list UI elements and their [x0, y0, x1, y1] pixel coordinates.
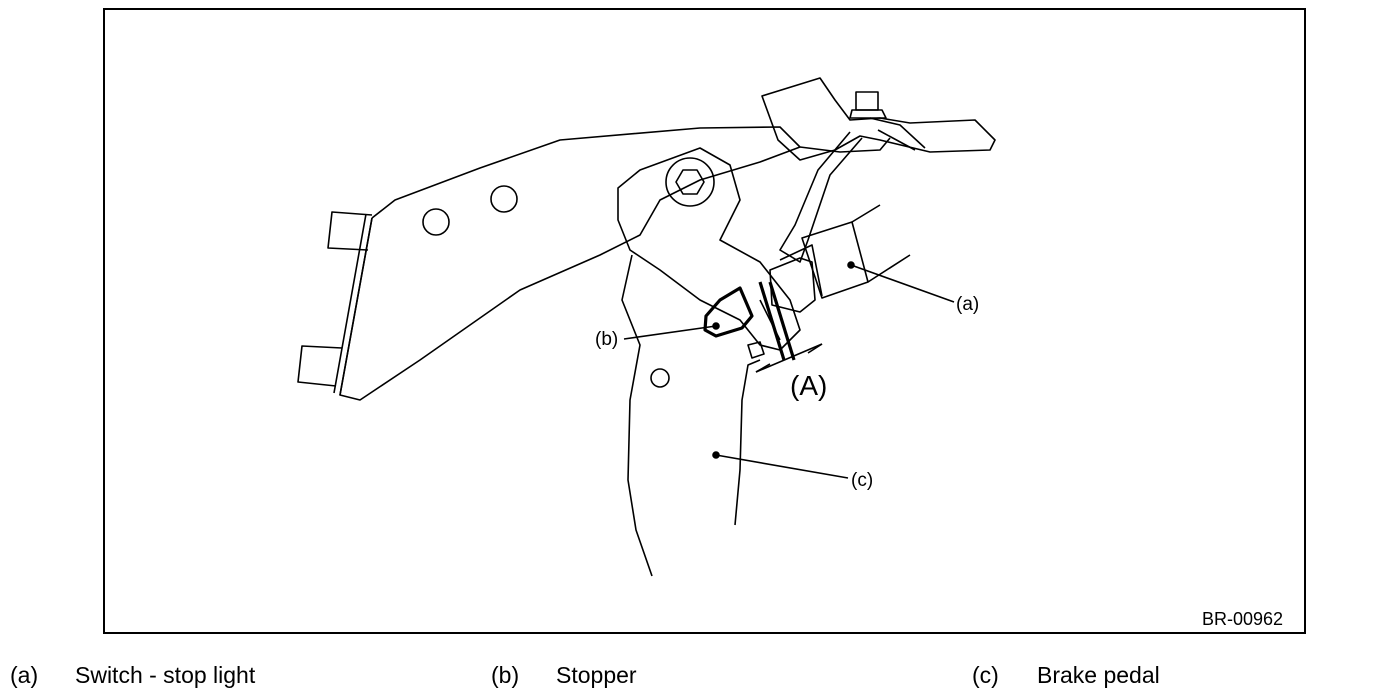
stopper [703, 281, 796, 361]
switch-bracket [761, 77, 996, 263]
callout-b: (b) [595, 329, 618, 350]
legend-key: (a) [10, 662, 39, 688]
stop-light-switch [769, 204, 911, 313]
leader-b [623, 325, 717, 340]
figure-code: BR-00962 [1202, 609, 1283, 629]
stopper-detail [747, 299, 781, 359]
dimension-a-marks [755, 343, 823, 373]
legend-key: (b) [491, 662, 520, 688]
legend-item-b: (b) Stopper [491, 660, 637, 690]
dimension-label: (A) [790, 370, 827, 401]
legend-key: (c) [972, 662, 999, 688]
callout-a: (a) [956, 294, 979, 315]
callout-c: (c) [851, 470, 873, 491]
leader-c [715, 454, 849, 479]
pedal-bracket [297, 126, 891, 401]
figure-frame [103, 8, 1306, 634]
legend-item-c: (c) Brake pedal [972, 660, 1160, 690]
pivot-plate [617, 147, 801, 351]
leader-a [850, 264, 955, 303]
legend-item-a: (a) Switch - stop light [10, 660, 255, 690]
legend-text: Stopper [556, 662, 637, 688]
brake-pedal-arm [621, 254, 761, 577]
legend-text: Brake pedal [1037, 662, 1160, 688]
legend-text: Switch - stop light [75, 662, 256, 688]
